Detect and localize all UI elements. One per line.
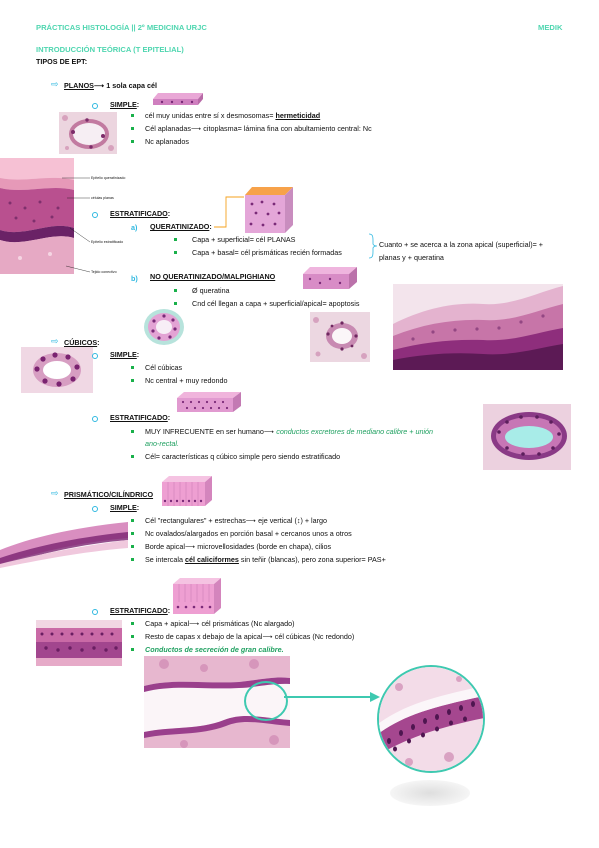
square-bullet-icon bbox=[131, 114, 134, 117]
cubicos-estratificado-item-1-cont: ano-rectal. bbox=[145, 439, 179, 448]
header-left: PRÁCTICAS HISTOLOGÍA || 2º MEDICINA URJC bbox=[36, 23, 207, 32]
cubicos-estratificado-item-2: Cél= características q cúbico simple per… bbox=[145, 452, 341, 461]
non-keratinized-title: NO QUERATINIZADO/MALPIGHIANO bbox=[150, 272, 276, 281]
prismatico-estratificado-item-1: Capa + apical⟶ cél prismáticas (Nc alarg… bbox=[145, 619, 295, 628]
micrograph-simple-columnar bbox=[0, 518, 130, 568]
cubicos-estratificado-label: ESTRATIFICADO: bbox=[110, 413, 171, 422]
diagram-label-1: Epitelio queratinizado bbox=[91, 176, 126, 180]
square-bullet-icon bbox=[131, 379, 134, 382]
diagram-label-2: células planas bbox=[91, 196, 114, 200]
circle-bullet-icon bbox=[92, 103, 98, 109]
types-title: TIPOS DE EPT: bbox=[36, 57, 88, 66]
micrograph-non-keratinized-stratified bbox=[393, 284, 563, 370]
prismatico-estratificado-label: ESTRATIFICADO: bbox=[110, 606, 171, 615]
square-bullet-icon bbox=[131, 635, 134, 638]
non-keratinized-item-1: Ø queratina bbox=[192, 286, 230, 295]
keratinized-item-2: Capa + basal= cél prismáticas recién for… bbox=[192, 248, 342, 257]
marker-a: a) bbox=[131, 223, 138, 232]
planos-heading: PLANOS⟶ 1 sola capa cél bbox=[64, 81, 158, 90]
planos-simple-item-2: Cél aplanadas⟶ citoplasma= lámina fina c… bbox=[145, 124, 372, 133]
planos-simple-3d-diagram bbox=[152, 92, 204, 106]
prismatico-simple-item-4: Se intercala cél caliciformes sin teñir … bbox=[145, 555, 386, 564]
square-bullet-icon bbox=[131, 532, 134, 535]
planos-arrow-icon: ⇨ bbox=[51, 79, 59, 89]
planos-simple-item-1: cél muy unidas entre sí x desmosomas= he… bbox=[145, 111, 321, 120]
header-right: MEDIK bbox=[538, 23, 563, 32]
micrograph-stratified-columnar bbox=[36, 620, 122, 666]
square-bullet-icon bbox=[131, 366, 134, 369]
square-bullet-icon bbox=[131, 648, 134, 651]
square-bullet-icon bbox=[174, 251, 177, 254]
prismatico-estratificado-item-3: Conductos de secreción de gran calibre. bbox=[145, 645, 284, 654]
diagram-label-4: Tejido conectivo bbox=[91, 270, 117, 274]
keratinized-item-1: Capa + superficial= cél PLANAS bbox=[192, 235, 296, 244]
cubicos-heading: CÚBICOS: bbox=[64, 338, 100, 347]
prismatico-simple-item-3: Borde apical⟶ microvellosidades (borde e… bbox=[145, 542, 332, 551]
non-keratinized-item-2: Cnd cél llegan a capa + superficial/apic… bbox=[192, 299, 360, 308]
brace-note-line-2: planas y + queratina bbox=[379, 253, 444, 262]
cubicos-simple-label: SIMPLE: bbox=[110, 350, 140, 359]
micrograph-simple-squamous bbox=[59, 112, 117, 154]
marker-b: b) bbox=[131, 274, 138, 283]
diagram-label-3: Epitelio estratificado bbox=[91, 240, 124, 244]
micrograph-simple-cuboidal bbox=[21, 347, 93, 393]
square-bullet-icon bbox=[131, 430, 134, 433]
circle-bullet-icon bbox=[92, 609, 98, 615]
cubicos-simple-item-1: Cél cúbicas bbox=[145, 363, 183, 372]
prismatico-simple-3d-diagram bbox=[161, 475, 213, 507]
micrograph-stratified-cuboidal bbox=[483, 404, 571, 470]
circle-bullet-icon bbox=[92, 506, 98, 512]
planos-long-arrow-icon: ⟶ bbox=[93, 81, 105, 90]
square-bullet-icon bbox=[131, 519, 134, 522]
cubicos-simple-item-2: Nc central + muy redondo bbox=[145, 376, 228, 385]
square-bullet-icon bbox=[131, 455, 134, 458]
prismatico-estratificado-3d-diagram bbox=[172, 577, 222, 615]
decorative-shadow bbox=[390, 780, 470, 806]
square-bullet-icon bbox=[131, 622, 134, 625]
micrograph-keratinized-stratified bbox=[0, 158, 74, 274]
prismatico-simple-item-1: Cél "rectangulares" + estrechas⟶ eje ver… bbox=[145, 516, 328, 525]
square-bullet-icon bbox=[131, 545, 134, 548]
intro-title: INTRODUCCIÓN TEÓRICA (T EPITELIAL) bbox=[36, 45, 184, 54]
square-bullet-icon bbox=[131, 558, 134, 561]
micrograph-cuboidal-middle bbox=[310, 312, 370, 362]
non-keratinized-3d-diagram bbox=[302, 266, 358, 290]
square-bullet-icon bbox=[131, 140, 134, 143]
planos-estratificado-label: ESTRATIFICADO: bbox=[110, 209, 171, 218]
keratinized-title: QUERATINIZADO: bbox=[150, 222, 212, 231]
highlight-circle bbox=[244, 681, 288, 721]
square-bullet-icon bbox=[174, 302, 177, 305]
cubicos-estratificado-item-1: MUY INFRECUENTE en ser humano⟶ conductos… bbox=[145, 427, 434, 436]
prismatico-simple-item-2: Nc ovalados/alargados en porción basal +… bbox=[145, 529, 352, 538]
micrograph-zoom-circle bbox=[377, 665, 485, 773]
circle-bullet-icon bbox=[92, 353, 98, 359]
circle-bullet-icon bbox=[92, 416, 98, 422]
cubicos-arrow-icon: ⇨ bbox=[51, 336, 59, 346]
prismatico-arrow-icon: ⇨ bbox=[51, 488, 59, 498]
prismatico-simple-label: SIMPLE: bbox=[110, 503, 140, 512]
keratinized-3d-diagram bbox=[244, 186, 294, 234]
cubicos-tube-diagram bbox=[142, 307, 190, 347]
square-bullet-icon bbox=[174, 289, 177, 292]
prismatico-heading: PRISMÁTICO/CILÍNDRICO bbox=[64, 490, 154, 499]
cubicos-estratificado-3d-diagram bbox=[176, 391, 242, 413]
planos-simple-label: SIMPLE: bbox=[110, 100, 140, 109]
circle-bullet-icon bbox=[92, 212, 98, 218]
square-bullet-icon bbox=[174, 238, 177, 241]
square-bullet-icon bbox=[131, 127, 134, 130]
prismatico-estratificado-item-2: Resto de capas x debajo de la apical⟶ cé… bbox=[145, 632, 355, 641]
brace-note-line-1: Cuanto + se acerca a la zona apical (sup… bbox=[379, 240, 544, 249]
planos-simple-item-3: Nc aplanados bbox=[145, 137, 189, 146]
